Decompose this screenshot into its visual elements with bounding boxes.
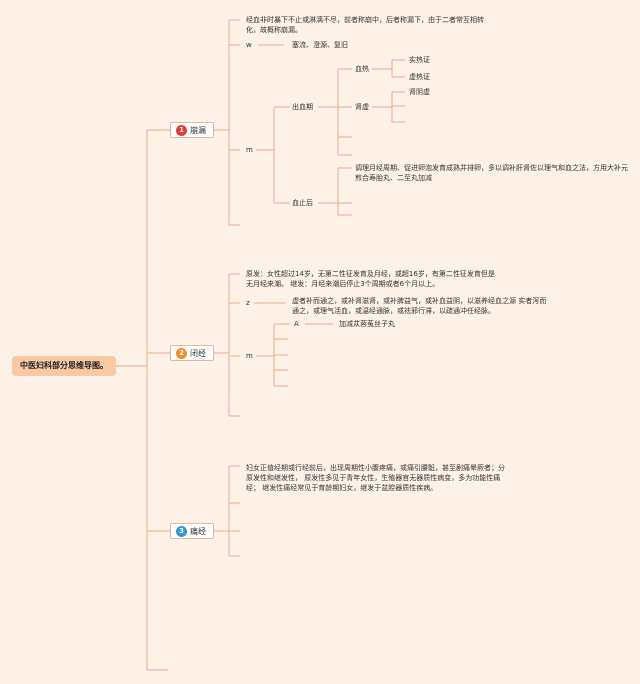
bijing-z-text: 虚者补而通之，或补肾滋肾，或补脾益气，或补血益阴，以滋养经血之源 实者泻而通之，… [292, 297, 547, 315]
number-badge: 3 [176, 526, 187, 537]
number-badge: 1 [176, 125, 187, 136]
shenxu: 肾虚 [355, 103, 369, 111]
bijing-m-key: m [246, 352, 253, 360]
shenyinxu: 肾阴虚 [409, 88, 430, 96]
bengl-w-key: w [246, 41, 252, 49]
after-bleeding: 血止后 [292, 199, 313, 207]
main-spine [146, 130, 168, 671]
blood-heat: 血热 [355, 65, 369, 73]
branch-label: 痛经 [190, 527, 206, 536]
number-badge: 2 [176, 348, 187, 359]
bijing-z-key: z [246, 299, 250, 307]
root-node[interactable]: 中医妇科部分思维导图。 [12, 356, 116, 376]
bleeding-period: 出血期 [292, 103, 313, 111]
tongjing-definition: 妇女正值经期或行经前后，出现周期性小腹疼痛，或痛引腰骶，甚至剧痛晕厥者；分原发性… [246, 464, 505, 492]
branch-label: 闭经 [190, 349, 206, 358]
bijing-definition: 原发：女性超过14岁，无第二性征发育及月经，或超16岁，有第二性征发育但是无月经… [246, 270, 495, 288]
bijing-a-text: 加减苁蓉菟丝子丸 [339, 320, 395, 328]
bengl-m-key: m [246, 146, 253, 154]
bijing-a-key: A [294, 320, 299, 328]
bengl-definition: 经血非时暴下不止或淋漓不尽，前者称崩中，后者称漏下，由于二者常互相转化，故概称崩… [246, 16, 484, 34]
shire-syndrome: 实热证 [409, 56, 430, 64]
xure-syndrome: 虚热证 [409, 73, 430, 81]
after-bleeding-text: 调理月经周期、促进卵泡发育成熟并排卵，多以调补肝肾佐以理气和血之法，方用大补元煎… [355, 164, 628, 182]
bengl-w-text: 塞流、澄源、复旧 [292, 41, 348, 49]
branch-label: 崩漏 [190, 126, 206, 135]
